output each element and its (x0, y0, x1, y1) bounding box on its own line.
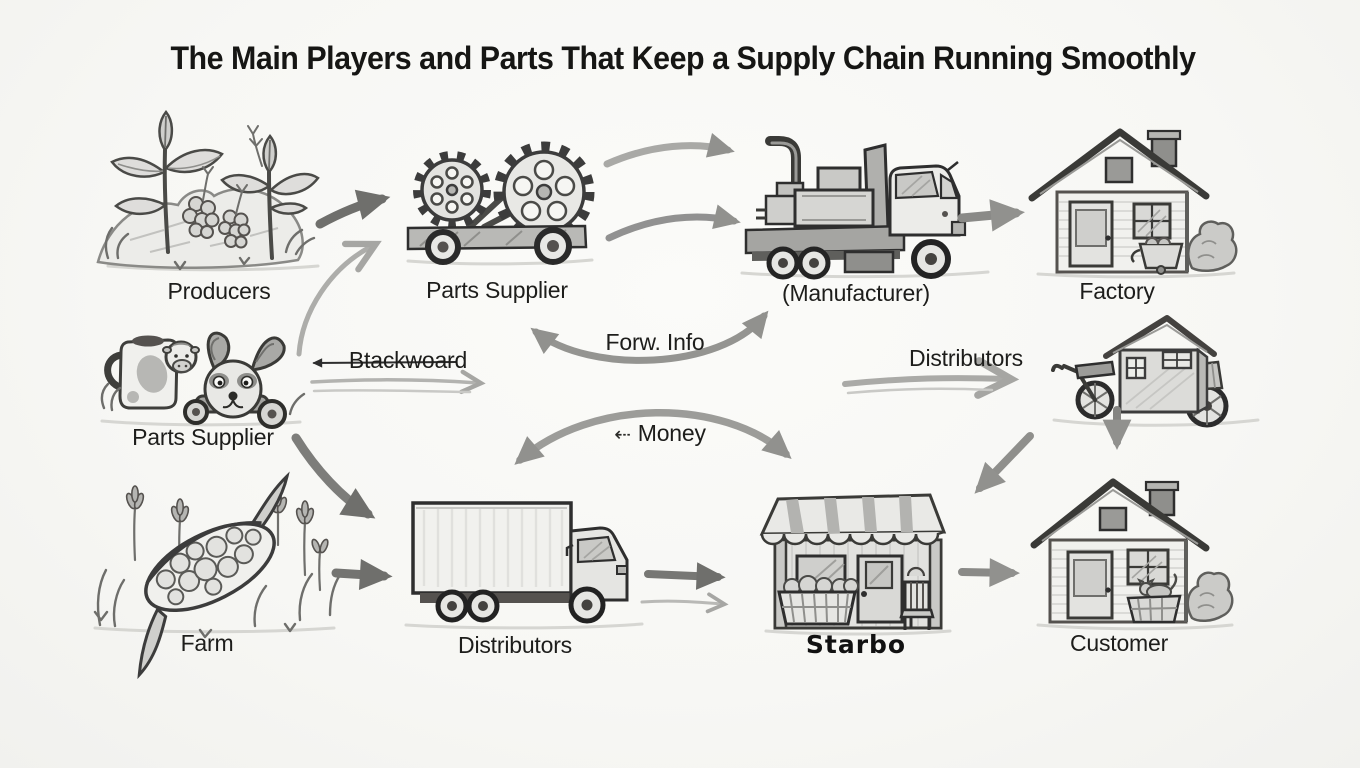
cart-icon (1130, 237, 1184, 275)
produce-basket-icon (777, 575, 859, 626)
gear-icon (493, 141, 595, 243)
jug-icon (104, 335, 179, 410)
storefront-with-awning-icon (759, 493, 947, 630)
door (1068, 200, 1114, 268)
label-parts-supplier-mid: Parts Supplier (132, 424, 274, 450)
label-farm: Farm (180, 630, 234, 656)
label-distributors: Distributors (458, 632, 572, 658)
label-money-flow: ⇠ Money (614, 420, 706, 447)
arrow-backward-sketch (310, 369, 486, 395)
ground-shadow-lines (93, 258, 1260, 636)
window (1125, 350, 1193, 380)
gear-icon (413, 151, 491, 229)
truck-wheel (435, 586, 606, 624)
arrow-farm-to-distributors (331, 558, 393, 590)
label-forward-info-flow: Forw. Info (605, 329, 705, 355)
toy-animal-icon (183, 331, 287, 429)
arrow-gears-to-manufacturer-upper (603, 133, 735, 168)
arrow-manufacturer-to-factory (957, 199, 1025, 232)
arrow-money (514, 409, 792, 465)
window (1126, 548, 1170, 586)
truck-wheel (766, 239, 951, 280)
corn-cob-icon (93, 471, 342, 680)
door (1066, 550, 1114, 620)
label-factory: Factory (1079, 278, 1155, 304)
arrow-distributors-mid (842, 357, 1020, 399)
arrow-gears-to-manufacturer-lower (605, 204, 741, 242)
label-manufacturer: (Manufacturer) (781, 280, 931, 306)
money-text: Money (637, 420, 706, 446)
machinery-truck-icon (744, 136, 967, 280)
jug-and-toy-animal-icon (100, 331, 306, 429)
arrow-distributors-to-store-lower (640, 592, 729, 614)
arrow-distributors-to-store-upper (644, 562, 726, 590)
label-store: Starbo (805, 630, 907, 659)
money-direction-glyph: ⇠ (614, 424, 631, 446)
shop-door (856, 554, 904, 624)
truck-cab (565, 526, 629, 602)
label-customer: Customer (1069, 630, 1169, 656)
arrow-mobile-house-to-store (974, 432, 1034, 494)
arrow-supplier-mid-down-to-truck (291, 433, 376, 519)
arrow-supplier-mid-up-to-gears (296, 240, 382, 357)
gears-on-cart-icon (406, 141, 595, 265)
factory-house-icon (1028, 128, 1238, 275)
arrow-store-to-customer (958, 558, 1020, 587)
label-backward-flow: Btackwoard (348, 347, 468, 373)
box-truck-icon (411, 501, 629, 624)
label-parts-supplier-top: Parts Supplier (426, 277, 568, 303)
awning-icon (759, 493, 947, 546)
corn-icon (137, 471, 290, 680)
bush-icon (1186, 571, 1234, 622)
arrow-backward-sketch-shadow (312, 389, 472, 394)
arrow-producers-to-parts-supplier (315, 189, 391, 229)
chair-icon (899, 566, 935, 630)
window (1132, 202, 1172, 240)
cart-wheel (425, 227, 572, 265)
house-on-motorcycle-icon (1051, 315, 1229, 428)
bench-basket-icon (1126, 573, 1182, 624)
bush-icon (1187, 220, 1238, 272)
label-producers: Producers (167, 278, 271, 304)
customer-house-icon (1030, 478, 1234, 624)
diagram-title: The Main Players and Parts That Keep a S… (170, 40, 1196, 76)
arrow-forward-info (530, 310, 769, 364)
arrow-backward-thin (312, 358, 457, 368)
label-distributors-flow: Distributors (909, 345, 1023, 371)
arrow-distributors-mid-shadow (846, 387, 994, 395)
sprouting-plants-icon (96, 109, 320, 271)
cow-head-icon (162, 340, 200, 374)
